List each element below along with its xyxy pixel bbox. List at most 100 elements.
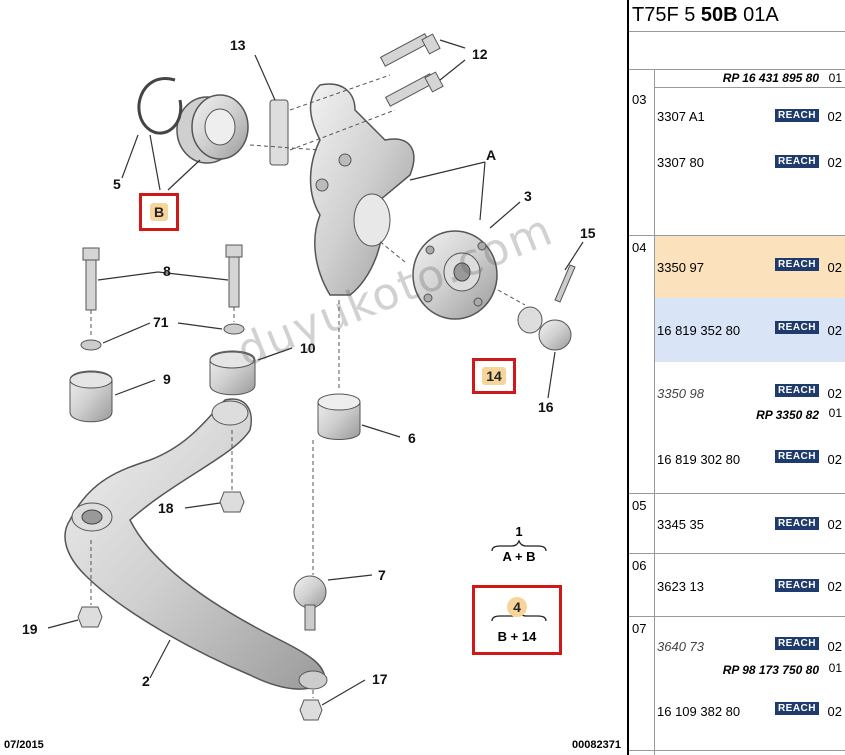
part-ref[interactable]: 16 819 352 80 xyxy=(657,323,741,338)
callout-10: 10 xyxy=(300,340,316,356)
part-ref[interactable]: 3623 13 xyxy=(657,579,704,594)
part-qty: 02 xyxy=(827,260,842,275)
group-number: 05 xyxy=(632,498,647,513)
group-07: 07 3640 73 REACH 02 RP 98 173 750 80 01 … xyxy=(629,617,845,751)
part-qty: 02 xyxy=(827,109,842,124)
rp-qty: 01 xyxy=(828,71,842,85)
lower-control-arm xyxy=(64,398,326,690)
ball-joint xyxy=(293,575,327,609)
bolts-8 xyxy=(82,244,243,311)
bracket xyxy=(269,99,289,166)
reach-badge: REACH xyxy=(774,450,819,463)
part-qty: 02 xyxy=(827,323,842,338)
nut-17 xyxy=(299,699,323,721)
group-04: 04 3350 97 REACH 02 16 819 352 80 REACH … xyxy=(629,236,845,494)
part-row-highlighted[interactable]: 3350 97 REACH 02 xyxy=(655,236,845,298)
callout-A: A xyxy=(486,147,497,163)
callout-6: 6 xyxy=(408,430,416,446)
part-ref[interactable]: 3307 A1 xyxy=(657,109,705,124)
part-ref[interactable]: 16 819 302 80 xyxy=(657,452,741,467)
rp-ref[interactable]: RP 3350 82 xyxy=(756,408,819,422)
reach-badge: REACH xyxy=(774,702,819,715)
legend-1-formula: A + B xyxy=(502,549,536,564)
part-ref[interactable]: 3307 80 xyxy=(657,155,704,170)
boxed-label-B[interactable]: B xyxy=(139,193,179,231)
callout-3: 3 xyxy=(524,188,532,204)
part-ref[interactable]: 3350 98 xyxy=(657,386,704,401)
part-ref[interactable]: 3350 97 xyxy=(657,260,704,275)
nut-18 xyxy=(219,491,245,513)
parts-list-panel: T75F 5 50B 01A RP 16 431 895 80 01 03 33… xyxy=(629,0,845,755)
callout-7: 7 xyxy=(378,567,386,583)
callout-12: 12 xyxy=(472,46,488,62)
footer-code: 00082371 xyxy=(572,739,621,751)
title-suffix: 01A xyxy=(737,4,779,26)
part-row[interactable]: 16 819 302 80 REACH 02 xyxy=(655,424,845,494)
part-qty: 02 xyxy=(827,517,842,532)
hub-nut xyxy=(538,319,572,351)
steering-knuckle xyxy=(309,83,415,296)
part-qty: 02 xyxy=(827,639,842,654)
exploded-diagram: 13 12 5 A 3 15 8 71 10 9 6 16 18 7 19 2 … xyxy=(4,0,629,755)
part-row-highlighted[interactable]: 16 819 352 80 REACH 02 xyxy=(655,298,845,362)
group-number: 06 xyxy=(632,558,647,573)
callout-16: 16 xyxy=(538,399,554,415)
group-number: 04 xyxy=(632,240,647,255)
split-pin xyxy=(554,264,576,303)
title-bold: 50B xyxy=(700,4,738,26)
part-row[interactable]: 3307 80 REACH 02 xyxy=(655,146,845,178)
label-B: B xyxy=(149,203,169,221)
callout-19: 19 xyxy=(22,621,38,637)
group-08: 08 xyxy=(629,751,845,755)
part-row[interactable]: 3640 73 REACH 02 RP 98 173 750 80 01 xyxy=(655,617,845,687)
reach-badge: REACH xyxy=(774,637,819,650)
reach-badge: REACH xyxy=(774,517,819,530)
rp-ref[interactable]: RP 98 173 750 80 xyxy=(722,663,819,677)
callout-5: 5 xyxy=(113,176,121,192)
reach-badge: REACH xyxy=(774,155,819,168)
part-qty: 02 xyxy=(827,452,842,467)
legend-4-box[interactable]: 4 B + 14 xyxy=(472,585,562,655)
rp-qty: 01 xyxy=(828,661,842,675)
top-rp-row: RP 16 431 895 80 01 xyxy=(654,70,845,88)
callout-8: 8 xyxy=(163,263,171,279)
label-14: 14 xyxy=(482,367,506,385)
part-row[interactable]: 3350 98 REACH 02 RP 3350 82 01 xyxy=(655,362,845,424)
rp-qty: 01 xyxy=(828,406,842,420)
callout-13: 13 xyxy=(230,37,246,53)
title-prefix: T75F 5 xyxy=(632,4,701,26)
header-blank-row xyxy=(629,32,845,70)
suspension-drawing xyxy=(47,33,584,721)
callout-71: 71 xyxy=(153,314,169,330)
boxed-label-14[interactable]: 14 xyxy=(472,358,516,394)
part-ref[interactable]: 16 109 382 80 xyxy=(657,704,741,719)
bolts-12 xyxy=(379,33,444,107)
reach-badge: REACH xyxy=(774,109,819,122)
reach-badge: REACH xyxy=(774,321,819,334)
group-03: 03 3307 A1 REACH 02 3307 80 REACH 02 xyxy=(629,88,845,236)
callout-17: 17 xyxy=(372,671,388,687)
part-ref[interactable]: 3640 73 xyxy=(657,639,704,654)
washer xyxy=(80,339,102,351)
part-row[interactable]: 3623 13 REACH 02 xyxy=(655,570,845,602)
wheel-hub xyxy=(412,230,498,320)
panel-title: T75F 5 50B 01A xyxy=(629,0,845,32)
part-row[interactable]: 3345 35 REACH 02 xyxy=(655,508,845,540)
callout-15: 15 xyxy=(580,225,596,241)
part-qty: 02 xyxy=(827,155,842,170)
reach-badge: REACH xyxy=(774,258,819,271)
part-ref[interactable]: 3345 35 xyxy=(657,517,704,532)
footer-date: 07/2015 xyxy=(4,739,44,751)
legend-1-number: 1 xyxy=(515,524,523,539)
reach-badge: REACH xyxy=(774,384,819,397)
part-qty: 02 xyxy=(827,704,842,719)
wheel-bearing xyxy=(176,94,249,164)
washer xyxy=(223,323,245,335)
group-number: 03 xyxy=(632,92,647,107)
legend-4-formula: B + 14 xyxy=(497,628,537,644)
circlip xyxy=(137,77,183,135)
part-row[interactable]: 16 109 382 80 REACH 02 xyxy=(655,687,845,747)
part-qty: 02 xyxy=(827,579,842,594)
rp-ref[interactable]: RP 16 431 895 80 xyxy=(722,71,819,85)
part-row[interactable]: 3307 A1 REACH 02 xyxy=(655,100,845,132)
